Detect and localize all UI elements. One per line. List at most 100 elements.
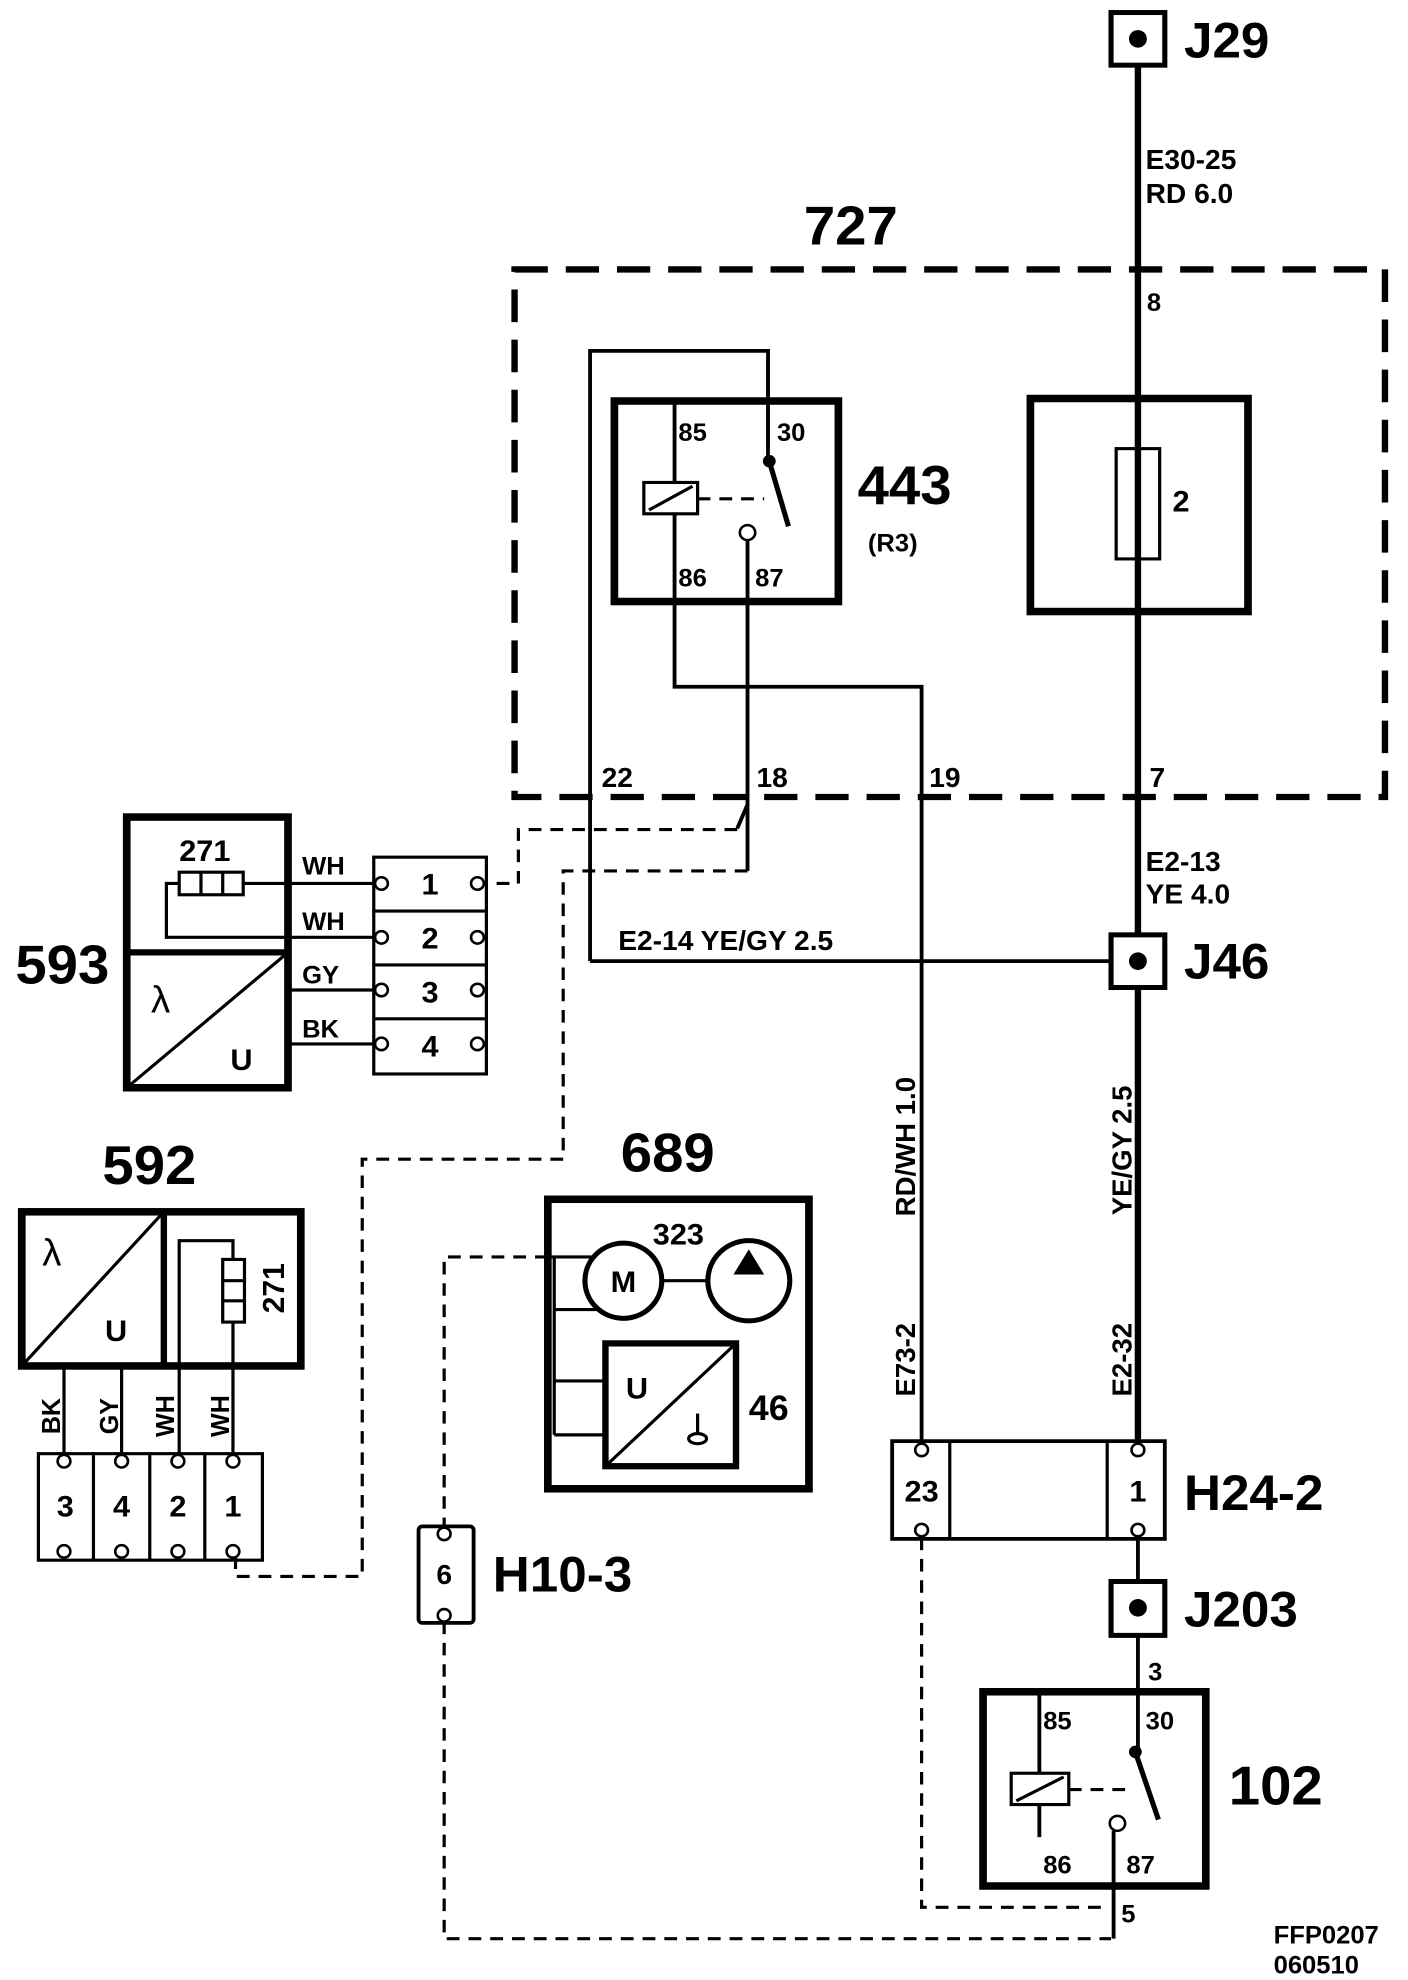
pin-terminal xyxy=(1130,1442,1146,1458)
connector-j46: J46 xyxy=(1108,932,1269,990)
unit-727-pin-18: 18 xyxy=(756,762,787,793)
wire-pin-22-to-relay-30 xyxy=(588,349,770,962)
component-592-connector: 3 4 2 1 xyxy=(36,1452,264,1562)
pin-terminal xyxy=(373,929,390,945)
component-592-pin-1: 1 xyxy=(224,1490,241,1524)
component-689-sender-symbol: U xyxy=(626,1372,648,1406)
component-689: 689 M 323 U 46 xyxy=(544,1122,813,1493)
wire-e2-13-id: E2-13 xyxy=(1146,846,1221,877)
float-icon xyxy=(687,1432,709,1446)
unit-727-pin-19: 19 xyxy=(929,762,960,793)
component-593-pin-3: 3 xyxy=(422,976,439,1010)
fuse-2: 2 xyxy=(1026,394,1252,616)
component-592-resistor-return xyxy=(177,1239,235,1454)
component-593-resistor-label: 271 xyxy=(179,834,230,868)
component-593-resistor-return xyxy=(164,881,288,939)
relay-443-coil-diagonal xyxy=(648,484,694,512)
component-593-pin-1: 1 xyxy=(422,868,439,902)
pin-terminal xyxy=(1130,1522,1146,1538)
connector-j203-pin: 3 xyxy=(1148,1659,1162,1687)
component-592-wire-2-color: GY xyxy=(96,1398,124,1434)
component-593-wire-4-color: BK xyxy=(302,1016,340,1044)
relay-102: 85 30 86 87 102 5 xyxy=(979,1688,1323,1939)
component-689-label: 689 xyxy=(621,1122,715,1183)
component-592-pin-3: 3 xyxy=(57,1490,74,1524)
dashed-wire-pin-18-to-592 xyxy=(233,869,748,1579)
wire-e2-32-spec: YE/GY 2.5 xyxy=(1106,1086,1137,1216)
relay-102-switch-arm xyxy=(1132,1751,1161,1821)
connector-h24-2-body xyxy=(890,1439,1167,1541)
component-592-lambda-symbol: λ xyxy=(42,1233,61,1275)
pin-terminal xyxy=(170,1453,186,1469)
component-593-wire-2-color: WH xyxy=(302,908,345,936)
pin-terminal xyxy=(373,875,390,891)
pin-terminal xyxy=(373,982,390,998)
relay-102-pin-30: 30 xyxy=(1146,1708,1174,1736)
pin-terminal xyxy=(56,1543,72,1559)
component-593-output-symbol: U xyxy=(230,1043,252,1077)
component-593-lambda-symbol: λ xyxy=(151,980,170,1022)
relay-443-pin-86: 86 xyxy=(678,565,706,593)
relay-443-pin-87: 87 xyxy=(755,565,783,593)
pump-direction-triangle-icon xyxy=(733,1249,765,1275)
pin-terminal xyxy=(469,982,486,998)
relay-443-pin-30: 30 xyxy=(777,419,805,447)
component-689-sender-label: 46 xyxy=(749,1388,789,1428)
component-592-wire-3-color: WH xyxy=(152,1395,180,1437)
drawing-code: FFP0207 xyxy=(1274,1922,1379,1950)
component-592-output-symbol: U xyxy=(105,1314,127,1348)
relay-102-label: 102 xyxy=(1229,1755,1323,1816)
wire-pin-18-branch xyxy=(735,803,750,830)
wire-e2-13-spec: YE 4.0 xyxy=(1146,879,1231,910)
relay-443-switch-arm xyxy=(766,460,791,528)
component-593-wire-1-color: WH xyxy=(302,853,345,881)
pin-terminal xyxy=(113,1453,130,1469)
component-592-pin-2: 2 xyxy=(169,1490,186,1524)
pin-terminal xyxy=(373,1036,390,1052)
component-689-housing xyxy=(544,1195,813,1493)
pin-terminal xyxy=(225,1453,241,1469)
component-593-pin-4: 4 xyxy=(422,1030,439,1064)
connector-h24-2-pin-1: 1 xyxy=(1129,1475,1146,1509)
pin-terminal xyxy=(436,1526,452,1542)
fuse-2-housing xyxy=(1026,394,1252,616)
unit-727-dashed-boundary xyxy=(511,266,1389,801)
pump-icon xyxy=(705,1238,793,1324)
wire-e73-2-spec: RD/WH 1.0 xyxy=(890,1077,921,1216)
wire-e2-14-label: E2-14 YE/GY 2.5 xyxy=(618,925,833,956)
connector-j46-label: J46 xyxy=(1184,933,1269,989)
wire-e30-25-id: E30-25 xyxy=(1146,144,1237,175)
connector-h24-2-pin-23: 23 xyxy=(905,1475,939,1509)
component-593-converter-diagonal xyxy=(125,951,290,1089)
component-592-pin-4: 4 xyxy=(113,1490,130,1524)
dashed-wire-pin-18-to-593 xyxy=(486,828,738,886)
component-592-wire-1-color: BK xyxy=(38,1397,66,1434)
motor-symbol: M xyxy=(611,1265,637,1299)
relay-102-pin-85: 85 xyxy=(1043,1708,1071,1736)
pin-terminal xyxy=(469,929,486,945)
component-592-wire-4-color: WH xyxy=(207,1395,235,1437)
pin-terminal xyxy=(170,1543,186,1559)
drawing-date: 060510 xyxy=(1274,1952,1359,1980)
relay-102-switch-pivot xyxy=(1128,1745,1142,1759)
connector-j46-dot xyxy=(1128,952,1147,970)
pin-terminal xyxy=(469,875,486,891)
fuse-2-element xyxy=(1114,447,1162,561)
component-593-connector: 1 2 3 4 xyxy=(372,855,488,1076)
relay-102-pin-86: 86 xyxy=(1043,1852,1071,1880)
component-592-label: 592 xyxy=(102,1135,196,1196)
relay-443: 85 30 86 87 443 (R3) xyxy=(588,349,952,1444)
unit-727-pin-22: 22 xyxy=(602,762,633,793)
relay-443-contact xyxy=(738,523,757,542)
wire-relay-86-to-pin-19 xyxy=(672,513,924,1444)
connector-h10-3-body xyxy=(416,1524,476,1625)
relay-102-housing xyxy=(979,1688,1210,1890)
connector-h10-3-pin-6: 6 xyxy=(436,1559,452,1590)
connector-j203-dot xyxy=(1128,1599,1147,1617)
component-592: 592 λ U 271 BK GY WH WH 3 xyxy=(17,1135,305,1562)
relay-443-housing xyxy=(610,397,843,606)
connector-h10-3-label: H10-3 xyxy=(493,1546,632,1602)
wire-e30-25-spec: RD 6.0 xyxy=(1146,178,1234,209)
